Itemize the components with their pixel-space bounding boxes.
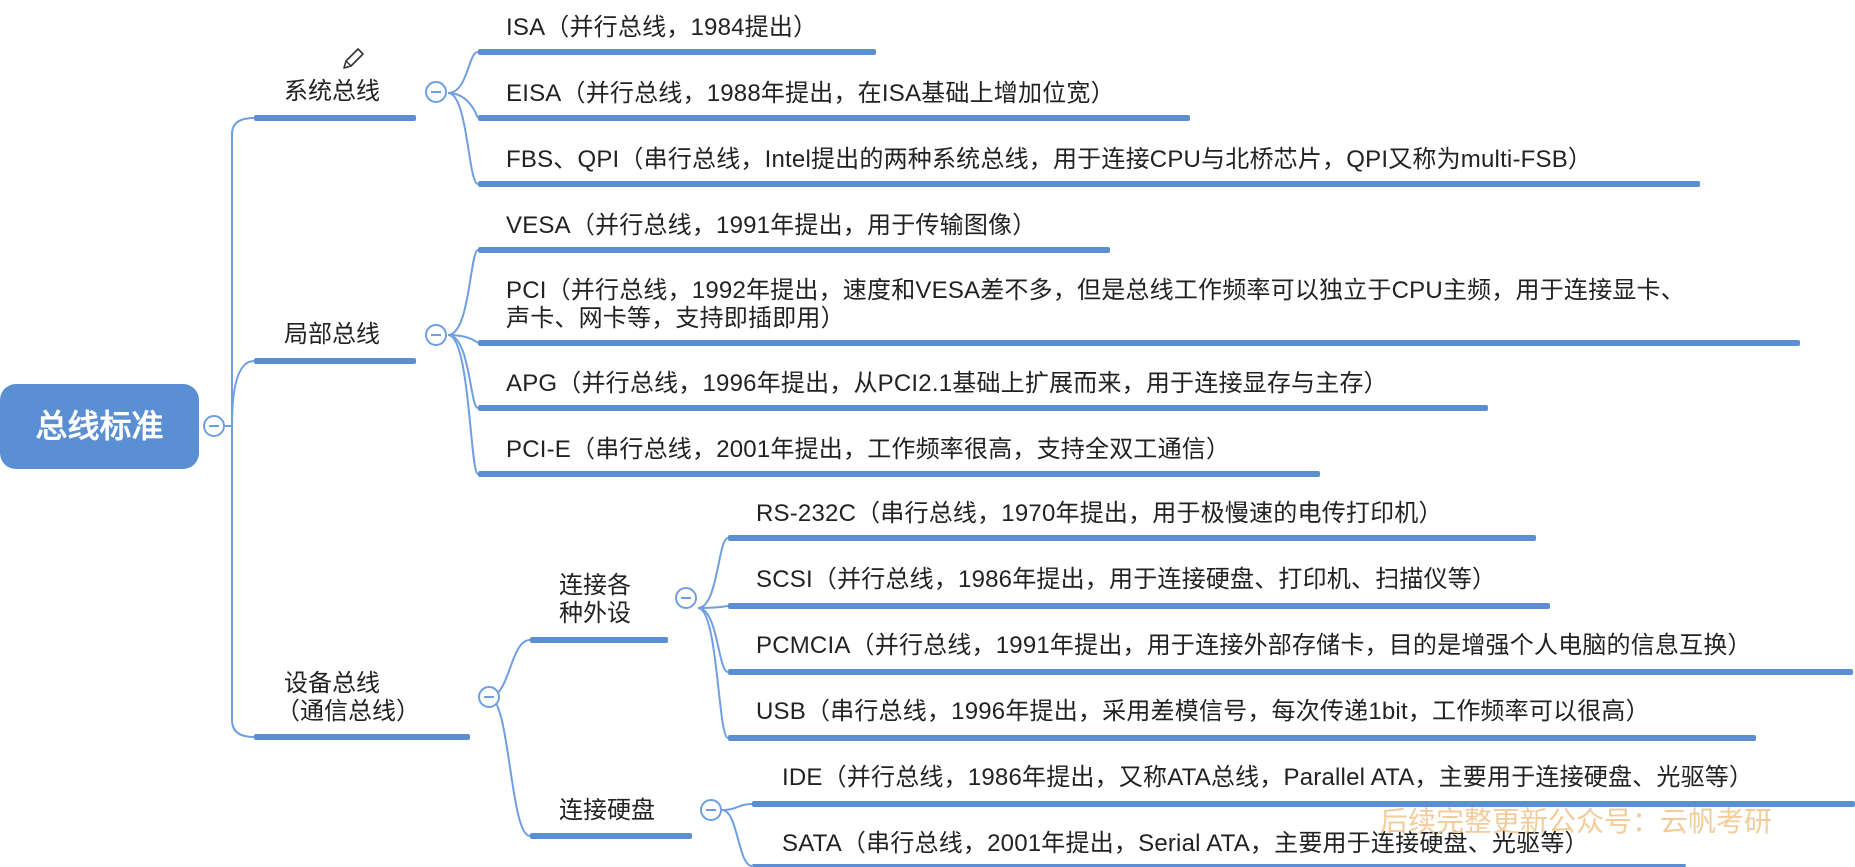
collapse-icon[interactable] <box>425 81 447 103</box>
branch-label-local: 局部总线 <box>284 321 380 348</box>
sub-label-disk: 连接硬盘 <box>559 797 655 824</box>
leaf-text: USB（串行总线，1996年提出，采用差模信号，每次传递1bit，工作频率可以很… <box>756 698 1650 725</box>
leaf-text: SCSI（并行总线，1986年提出，用于连接硬盘、打印机、扫描仪等） <box>756 566 1497 593</box>
leaf-text: ISA（并行总线，1984提出） <box>506 14 818 41</box>
branch-underline <box>254 358 416 364</box>
collapse-icon[interactable] <box>700 799 722 821</box>
leaf-underline <box>728 669 1853 675</box>
root-node[interactable]: 总线标准 <box>0 384 199 469</box>
leaf-text: IDE（并行总线，1986年提出，又称ATA总线，Parallel ATA，主要… <box>782 764 1754 791</box>
sub-underline <box>530 833 692 839</box>
leaf-underline <box>478 49 876 55</box>
branch-label-device: 设备总线 <box>284 670 380 697</box>
leaf-underline <box>478 115 1190 121</box>
pencil-icon[interactable] <box>340 46 366 72</box>
leaf-underline <box>752 801 1855 807</box>
branch-label-device-sub: （通信总线） <box>276 698 420 725</box>
branch-label-system: 系统总线 <box>284 78 380 105</box>
leaf-text: VESA（并行总线，1991年提出，用于传输图像） <box>506 212 1037 239</box>
leaf-text: PCI-E（串行总线，2001年提出，工作频率很高，支持全双工通信） <box>506 436 1231 463</box>
sub-label-peripherals: 连接各 <box>559 572 631 599</box>
leaf-underline <box>728 535 1536 541</box>
collapse-icon[interactable] <box>478 686 500 708</box>
leaf-text: RS-232C（串行总线，1970年提出，用于极慢速的电传打印机） <box>756 500 1443 527</box>
leaf-underline <box>478 340 1800 346</box>
leaf-text: EISA（并行总线，1988年提出，在ISA基础上增加位宽） <box>506 80 1115 107</box>
leaf-underline <box>478 471 1320 477</box>
leaf-text: PCMCIA（并行总线，1991年提出，用于连接外部存储卡，目的是增强个人电脑的… <box>756 632 1752 659</box>
leaf-underline <box>478 181 1700 187</box>
leaf-underline <box>752 864 1686 867</box>
leaf-underline <box>478 405 1488 411</box>
sub-label-peripherals-2: 种外设 <box>559 600 631 627</box>
collapse-icon[interactable] <box>675 587 697 609</box>
leaf-text: FBS、QPI（串行总线，Intel提出的两种系统总线，用于连接CPU与北桥芯片… <box>506 146 1593 173</box>
leaf-text: SATA（串行总线，2001年提出，Serial ATA，主要用于连接硬盘、光驱… <box>782 830 1589 857</box>
branch-underline <box>254 734 470 740</box>
leaf-underline <box>728 735 1756 741</box>
leaf-text: PCI（并行总线，1992年提出，速度和VESA差不多，但是总线工作频率可以独立… <box>506 277 1685 304</box>
leaf-underline <box>728 603 1550 609</box>
sub-underline <box>530 637 668 643</box>
leaf-underline <box>478 247 1110 253</box>
collapse-icon[interactable] <box>203 415 225 437</box>
collapse-icon[interactable] <box>425 324 447 346</box>
watermark-text: 后续完整更新公众号：云帆考研 <box>1380 806 1773 837</box>
leaf-text: APG（并行总线，1996年提出，从PCI2.1基础上扩展而来，用于连接显存与主… <box>506 370 1388 397</box>
branch-underline <box>254 115 416 121</box>
leaf-text: 声卡、网卡等，支持即插即用） <box>506 305 845 332</box>
